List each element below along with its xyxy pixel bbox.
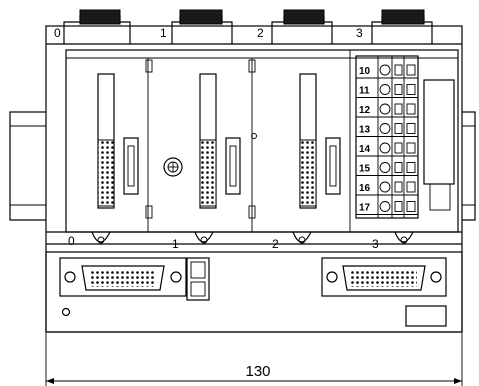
top-connector-1 xyxy=(171,9,233,44)
terminal-number: 16 xyxy=(359,183,371,194)
terminal-screw-icon xyxy=(379,142,391,154)
label-plate xyxy=(405,305,447,327)
terminal-number: 12 xyxy=(359,105,371,116)
terminal-clamp xyxy=(394,162,403,173)
terminal-clamp xyxy=(394,64,403,76)
terminal-screw-icon xyxy=(379,123,391,134)
top-connector-3 xyxy=(371,9,433,44)
terminal-screw-icon xyxy=(379,103,391,115)
mounting-screw-icon xyxy=(163,157,183,177)
terminal-lever xyxy=(406,162,416,173)
terminal-lever xyxy=(406,181,416,193)
latch-top-2 xyxy=(248,59,256,73)
slot-label-top-3: 3 xyxy=(356,26,363,40)
terminal-number: 15 xyxy=(359,164,371,175)
top-connector-0 xyxy=(63,9,131,44)
terminal-row: 12 xyxy=(356,103,418,118)
slot-label-top-1: 1 xyxy=(160,26,167,40)
terminal-lever xyxy=(406,103,416,115)
latch-top-1 xyxy=(145,59,153,73)
terminal-rows: 10 11 12 13 14 15 16 17 xyxy=(356,64,418,215)
terminal-lever xyxy=(406,84,416,95)
terminal-clamp xyxy=(394,84,403,95)
terminal-lever xyxy=(406,64,416,76)
terminal-screw-icon xyxy=(379,162,391,173)
terminal-lever xyxy=(406,123,416,134)
terminal-clamp xyxy=(394,123,403,134)
terminal-number: 10 xyxy=(359,66,371,77)
dimension-line xyxy=(45,332,463,386)
terminal-row: 13 xyxy=(356,123,418,137)
dip-switch xyxy=(186,257,210,301)
indicator-hole xyxy=(61,307,71,317)
terminal-screw-icon xyxy=(379,64,391,76)
module-slot-3 xyxy=(299,73,341,209)
terminal-screw-icon xyxy=(379,181,391,193)
terminal-row: 15 xyxy=(356,162,418,176)
terminal-row: 17 xyxy=(356,201,418,215)
terminal-screw-icon xyxy=(379,201,391,212)
terminal-row: 16 xyxy=(356,181,418,196)
top-connector-2 xyxy=(271,9,333,44)
module-slot-2 xyxy=(199,73,241,209)
slot-label-top-2: 2 xyxy=(257,26,264,40)
slot-label-bottom-3: 3 xyxy=(372,237,379,251)
terminal-clamp xyxy=(394,142,403,154)
dsub-connector-left xyxy=(59,257,187,297)
terminal-clamp xyxy=(394,181,403,193)
terminal-row: 14 xyxy=(356,142,418,157)
terminal-clamp xyxy=(394,201,403,212)
module-slot-1 xyxy=(97,73,139,209)
mounting-hole xyxy=(251,133,257,139)
terminal-number: 14 xyxy=(359,144,371,155)
latch-bottom-1 xyxy=(145,205,153,219)
slot-label-top-0: 0 xyxy=(54,26,61,40)
terminal-number: 17 xyxy=(359,203,371,214)
terminal-number: 13 xyxy=(359,125,371,136)
terminal-row: 10 xyxy=(356,64,418,79)
terminal-number: 11 xyxy=(359,86,370,97)
terminal-block xyxy=(355,55,455,219)
top-connectors xyxy=(63,9,433,44)
latch-bottom-2 xyxy=(248,205,256,219)
dimension-width-label: 130 xyxy=(245,363,270,380)
lower-strip-notches xyxy=(91,231,414,244)
dsub-connector-right xyxy=(321,257,447,297)
slot-label-bottom-0: 0 xyxy=(68,234,75,248)
slot-label-bottom-2: 2 xyxy=(272,237,279,251)
terminal-lever xyxy=(406,201,416,212)
slot-label-bottom-1: 1 xyxy=(172,237,179,251)
terminal-row: 11 xyxy=(356,84,418,98)
terminal-clamp xyxy=(394,103,403,115)
terminal-lever xyxy=(406,142,416,154)
terminal-screw-icon xyxy=(379,84,391,95)
